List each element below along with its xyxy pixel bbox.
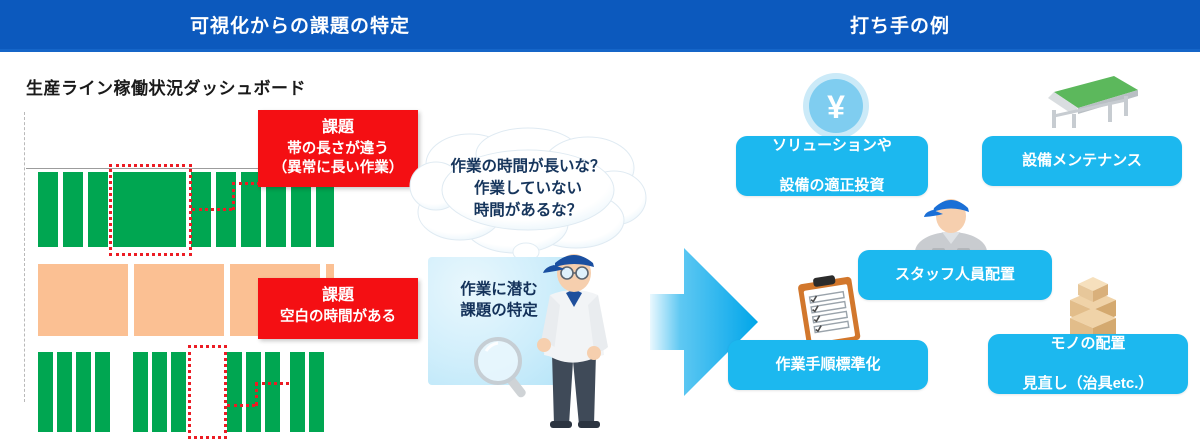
pill-line-1: ソリューションや bbox=[772, 137, 892, 155]
worker-staff-icon bbox=[915, 199, 987, 258]
gantt-bar bbox=[38, 352, 53, 432]
gantt-bar bbox=[38, 172, 58, 247]
thought-bubble-tail bbox=[512, 242, 540, 261]
gantt-bar-orange bbox=[134, 264, 224, 336]
thought-bubble: 作業の時間が長いな？ 作業していない 時間があるな？ bbox=[408, 126, 648, 261]
header-right-section: 打ち手の例 bbox=[600, 0, 1200, 49]
gantt-bar bbox=[133, 352, 148, 432]
bubble-line-1: 作業の時間が長いな？ bbox=[450, 158, 606, 175]
header-divider-rule bbox=[0, 49, 1200, 52]
callout-heading: 課題 bbox=[321, 119, 354, 136]
thought-bubble-text: 作業の時間が長いな？ 作業していない 時間があるな？ bbox=[408, 156, 648, 222]
transition-arrow bbox=[650, 242, 762, 407]
inspector-label: 作業に潜む 課題の特定 bbox=[436, 279, 562, 322]
gantt-bar bbox=[227, 352, 242, 432]
pill-line-1: モノの配置 bbox=[1050, 335, 1126, 353]
thought-bubble-shape bbox=[409, 127, 647, 261]
pill-line-1: 作業手順標準化 bbox=[775, 356, 881, 374]
gantt-bar bbox=[95, 352, 110, 432]
issue-callout-gap: 課題 空白の時間がある bbox=[258, 278, 418, 340]
bubble-line-3: 時間があるな？ bbox=[473, 202, 583, 219]
gantt-bar-long bbox=[113, 172, 186, 247]
inspector-label-line-2: 課題の特定 bbox=[460, 302, 538, 320]
issue-leader-line-horizontal-2 bbox=[232, 182, 278, 185]
gantt-bar bbox=[76, 352, 91, 432]
gantt-bar bbox=[57, 352, 72, 432]
chart-top-gridline bbox=[26, 168, 326, 169]
page-header: 可視化からの課題の特定 打ち手の例 bbox=[0, 0, 1200, 49]
conveyor-belt-icon bbox=[1048, 76, 1138, 128]
measure-pill-layout[interactable]: モノの配置 見直し（治具etc.） bbox=[988, 334, 1188, 394]
gantt-bar bbox=[291, 172, 311, 247]
gantt-bar bbox=[241, 172, 261, 247]
right-panel: ¥ bbox=[660, 52, 1200, 422]
gantt-bar bbox=[63, 172, 83, 247]
issue-leader-line-horizontal bbox=[192, 208, 232, 211]
measure-pill-investment[interactable]: ソリューションや 設備の適正投資 bbox=[736, 136, 928, 196]
gap-leader-line-horizontal bbox=[227, 404, 255, 407]
header-left-title: 可視化からの課題の特定 bbox=[189, 16, 410, 37]
gantt-bar bbox=[265, 352, 280, 432]
inspector-illustration-block: 作業に潜む 課題の特定 bbox=[428, 254, 628, 428]
issue-highlight-box-long-bar bbox=[109, 164, 192, 256]
clipboard-checklist-icon bbox=[798, 275, 861, 348]
gap-leader-line-horizontal-2 bbox=[255, 382, 289, 385]
gantt-bar bbox=[246, 352, 261, 432]
callout-heading: 課題 bbox=[321, 287, 354, 304]
gantt-bar-orange bbox=[38, 264, 128, 336]
gantt-empty-slot bbox=[193, 352, 221, 432]
gap-leader-line-vertical bbox=[255, 382, 258, 406]
gantt-bar bbox=[309, 352, 324, 432]
inspector-label-line-1: 作業に潜む bbox=[460, 281, 538, 298]
gantt-bar bbox=[290, 352, 305, 432]
callout-line-2: （異常に長い作業） bbox=[272, 160, 404, 177]
header-left-section: 可視化からの課題の特定 bbox=[0, 0, 600, 49]
gantt-bar bbox=[88, 172, 108, 247]
callout-line-1: 空白の時間がある bbox=[280, 309, 396, 325]
issue-leader-line-vertical bbox=[232, 182, 235, 210]
callout-line-1: 帯の長さが違う bbox=[287, 141, 389, 157]
dashboard-title: 生産ライン稼働状況ダッシュボード bbox=[26, 79, 306, 98]
measure-pill-staffing[interactable]: スタッフ人員配置 bbox=[858, 250, 1052, 300]
stacked-boxes-icon bbox=[1070, 277, 1116, 344]
yen-coin-icon: ¥ bbox=[803, 73, 869, 139]
inspector-worker-icon bbox=[537, 254, 608, 428]
issue-highlight-box-gap bbox=[188, 345, 227, 439]
pill-line-2: 見直し（治具etc.） bbox=[1022, 374, 1154, 392]
bubble-line-2: 作業していない bbox=[473, 180, 583, 197]
chart-y-axis bbox=[24, 112, 25, 402]
gantt-bar bbox=[266, 172, 286, 247]
right-arrow-icon bbox=[650, 248, 758, 396]
pill-line-1: 設備メンテナンス bbox=[1022, 152, 1142, 170]
gantt-bar bbox=[152, 352, 167, 432]
pill-line-2: 設備の適正投資 bbox=[779, 176, 885, 194]
svg-text:¥: ¥ bbox=[827, 89, 845, 125]
gantt-bar bbox=[316, 172, 334, 247]
header-right-title: 打ち手の例 bbox=[849, 16, 950, 37]
measure-pill-maintenance[interactable]: 設備メンテナンス bbox=[982, 136, 1182, 186]
pill-line-1: スタッフ人員配置 bbox=[894, 266, 1015, 284]
left-panel: 生産ライン稼働状況ダッシュボード bbox=[0, 52, 758, 439]
measure-pill-standardization[interactable]: 作業手順標準化 bbox=[728, 340, 928, 390]
issue-callout-long-bar: 課題 帯の長さが違う （異常に長い作業） bbox=[258, 110, 418, 188]
gantt-bar bbox=[171, 352, 186, 432]
magnifier-icon bbox=[474, 337, 526, 398]
